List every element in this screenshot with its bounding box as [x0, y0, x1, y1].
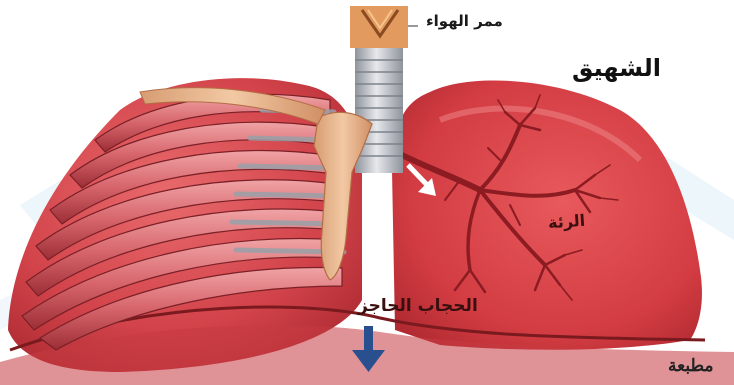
watermark-text: مطبعة	[668, 358, 714, 375]
air-passage-label: ممر الهواء	[426, 14, 503, 29]
trachea	[355, 45, 403, 173]
inhalation-title: الشهيق	[572, 56, 661, 80]
lung-label: الرئة	[547, 213, 585, 232]
diaphragm-label: الحجاب الحاجز	[358, 298, 478, 315]
larynx	[350, 6, 408, 48]
